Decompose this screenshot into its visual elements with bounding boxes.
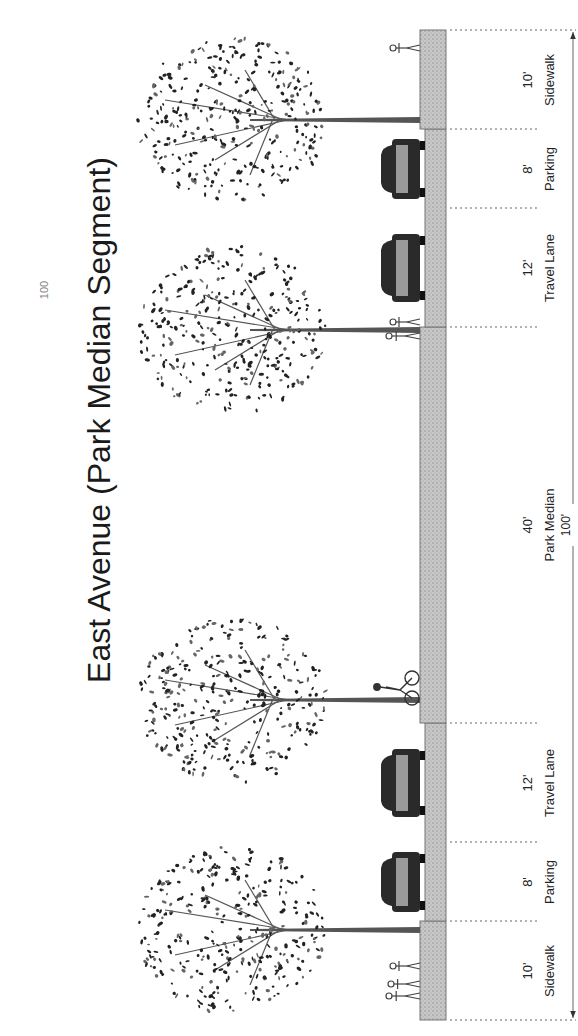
- dimension-value: 40': [521, 514, 535, 537]
- tree: [136, 36, 420, 202]
- tree-canopy: [139, 618, 329, 784]
- dimension-lines: [450, 30, 576, 1020]
- pedestrian: [390, 317, 420, 327]
- tree-branch: [245, 280, 275, 330]
- scan-mark: 100: [38, 278, 50, 302]
- tree-branch: [250, 930, 273, 985]
- car: [381, 234, 425, 302]
- tree-branch: [205, 85, 283, 120]
- tree-canopy: [137, 244, 326, 412]
- pedestrian: [388, 979, 420, 989]
- tree-branch: [165, 100, 290, 120]
- tree-branch: [205, 665, 283, 700]
- tree-branch: [250, 700, 273, 755]
- car: [381, 749, 425, 817]
- segment-name: Parking: [543, 857, 557, 907]
- tree-branch: [250, 120, 273, 175]
- pedestrian: [390, 961, 420, 971]
- pedestrian: [390, 43, 420, 53]
- tree-branch: [215, 330, 280, 370]
- dimension-value: 8': [521, 874, 535, 890]
- tree-branch: [250, 330, 273, 385]
- tree-branch: [245, 70, 275, 120]
- pedestrian: [386, 331, 420, 341]
- tree-branch: [205, 895, 283, 930]
- tree-branch: [205, 295, 283, 330]
- street-ground: [420, 30, 446, 1020]
- segment-name: Parking: [543, 144, 557, 194]
- tree-branch: [165, 310, 290, 330]
- total-width: 100': [560, 511, 573, 539]
- cars: [381, 139, 425, 912]
- car: [381, 139, 425, 199]
- trees: [136, 36, 420, 1013]
- tree: [138, 846, 420, 1014]
- segment-name: Travel Lane: [543, 231, 557, 305]
- dimension-value: 12': [521, 772, 535, 795]
- tree-branch: [165, 680, 290, 700]
- segment-name: Travel Lane: [543, 746, 557, 820]
- tree-canopy: [136, 36, 324, 202]
- diagram-title: East Avenue (Park Median Segment): [82, 157, 117, 683]
- dimension-value: 12': [521, 257, 535, 280]
- dimension-value: 10': [521, 960, 535, 983]
- segment-name: Park Median: [543, 486, 557, 565]
- tree: [139, 618, 420, 784]
- dimension-value: 10': [521, 69, 535, 92]
- tree-branch: [165, 910, 290, 930]
- tree-canopy: [138, 846, 326, 1014]
- tree-branch: [175, 930, 288, 955]
- pedestrians: [374, 43, 420, 1001]
- tree-branch: [245, 650, 275, 700]
- segment-name: Sidewalk: [543, 942, 557, 1000]
- cyclist: [374, 671, 419, 705]
- pedestrian: [386, 991, 420, 1001]
- tree-branch: [245, 880, 275, 930]
- dimension-value: 8': [521, 161, 535, 177]
- tree: [137, 244, 420, 412]
- car: [381, 852, 425, 912]
- segment-name: Sidewalk: [543, 51, 557, 109]
